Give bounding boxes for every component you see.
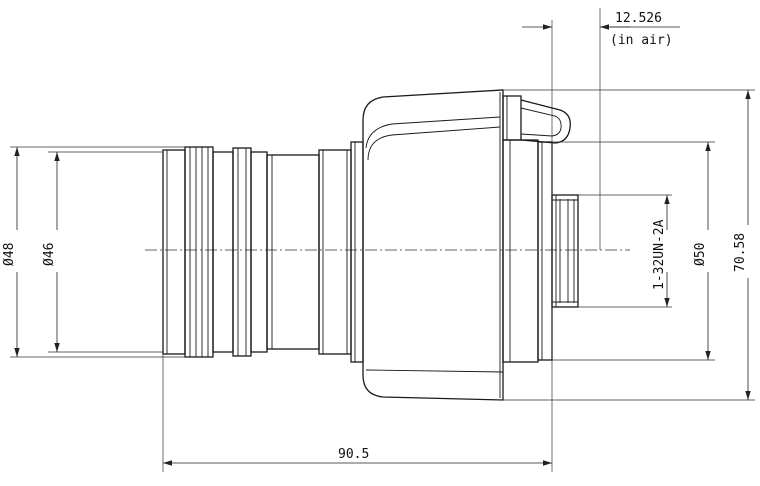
extension-lines xyxy=(10,8,755,472)
total-length-label: 90.5 xyxy=(338,447,369,462)
dim-thread: 1-32UN-2A xyxy=(652,195,670,307)
dim-back-focal: 12.526 (in air) xyxy=(522,11,680,48)
dim-total-length: 90.5 xyxy=(163,447,552,466)
front-outer-dia-label: Ø48 xyxy=(2,243,17,266)
cable-connector xyxy=(502,95,571,144)
back-focal-value: 12.526 xyxy=(615,11,662,26)
dim-flange-diameter: Ø50 xyxy=(693,142,711,360)
front-inner-dia-label: Ø46 xyxy=(42,243,57,266)
thread-label: 1-32UN-2A xyxy=(652,219,667,290)
focus-ring-section xyxy=(318,141,364,363)
lens-body xyxy=(362,89,539,401)
back-focal-note: (in air) xyxy=(610,33,673,48)
front-barrel xyxy=(162,146,320,358)
rear-flange-thread xyxy=(537,141,579,361)
dim-front-outer: Ø48 xyxy=(2,147,20,357)
dim-total-height: 70.58 xyxy=(733,90,751,400)
dim-front-inner: Ø46 xyxy=(42,152,60,352)
total-height-label: 70.58 xyxy=(733,233,748,272)
flange-dia-label: Ø50 xyxy=(693,243,708,266)
